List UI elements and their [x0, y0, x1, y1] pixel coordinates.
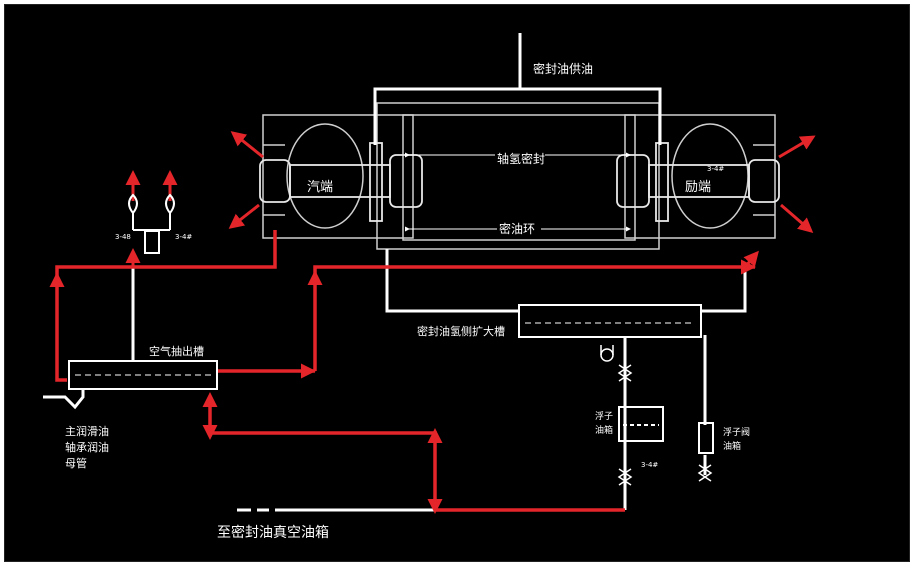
seal-oil-supply-label: 密封油供油 — [533, 61, 593, 76]
diagram-labels: 密封油供油 汽端 励端 轴氢密封 密油环 密封油氢侧扩大槽 空气抽出槽 主润滑油… — [65, 61, 750, 541]
valves — [600, 345, 713, 486]
generator-housing — [262, 102, 776, 250]
small-label-valve: 3-4# — [641, 461, 658, 469]
float-oil-tank-label-2: 油箱 — [595, 424, 613, 436]
exciter-end-label: 励端 — [685, 180, 711, 195]
small-label-right: 3-4# — [175, 233, 192, 241]
diagram-canvas: 密封油供油 汽端 励端 轴氢密封 密油环 密封油氢侧扩大槽 空气抽出槽 主润滑油… — [4, 4, 910, 562]
seal-oil-system-diagram: 密封油供油 汽端 励端 轴氢密封 密油环 密封油氢侧扩大槽 空气抽出槽 主润滑油… — [43, 33, 816, 541]
sealing-ring-label: 密油环 — [499, 221, 535, 236]
dimension-lines — [405, 152, 631, 232]
vent-pipes — [128, 193, 175, 254]
white-oil-pipes — [43, 33, 747, 512]
air-extraction-tank-label: 空气抽出槽 — [149, 344, 204, 358]
float-oil-tank — [618, 406, 714, 454]
float-oil-tank-label-1: 浮子 — [595, 410, 613, 422]
turbine-end-label: 汽端 — [307, 180, 333, 195]
expansion-tank-label: 密封油氢侧扩大槽 — [417, 324, 505, 338]
float-valve-tank-label-2: 油箱 — [723, 440, 741, 452]
air-extraction-tank — [68, 360, 218, 390]
expansion-tank — [518, 304, 702, 338]
red-flow-lines — [55, 230, 755, 512]
hydrogen-seal-label: 轴氢密封 — [497, 151, 545, 166]
main-lube-oil-label-1: 主润滑油 — [65, 424, 109, 438]
main-lube-oil-label-3: 母管 — [65, 456, 87, 470]
float-valve-tank-label-1: 浮子阀 — [723, 426, 750, 438]
to-vacuum-tank-label: 至密封油真空油箱 — [217, 524, 329, 541]
small-label-exciter: 3-4# — [707, 165, 724, 173]
small-label-left: 3-48 — [115, 233, 131, 241]
main-lube-oil-label-2: 轴承润油 — [65, 440, 109, 454]
